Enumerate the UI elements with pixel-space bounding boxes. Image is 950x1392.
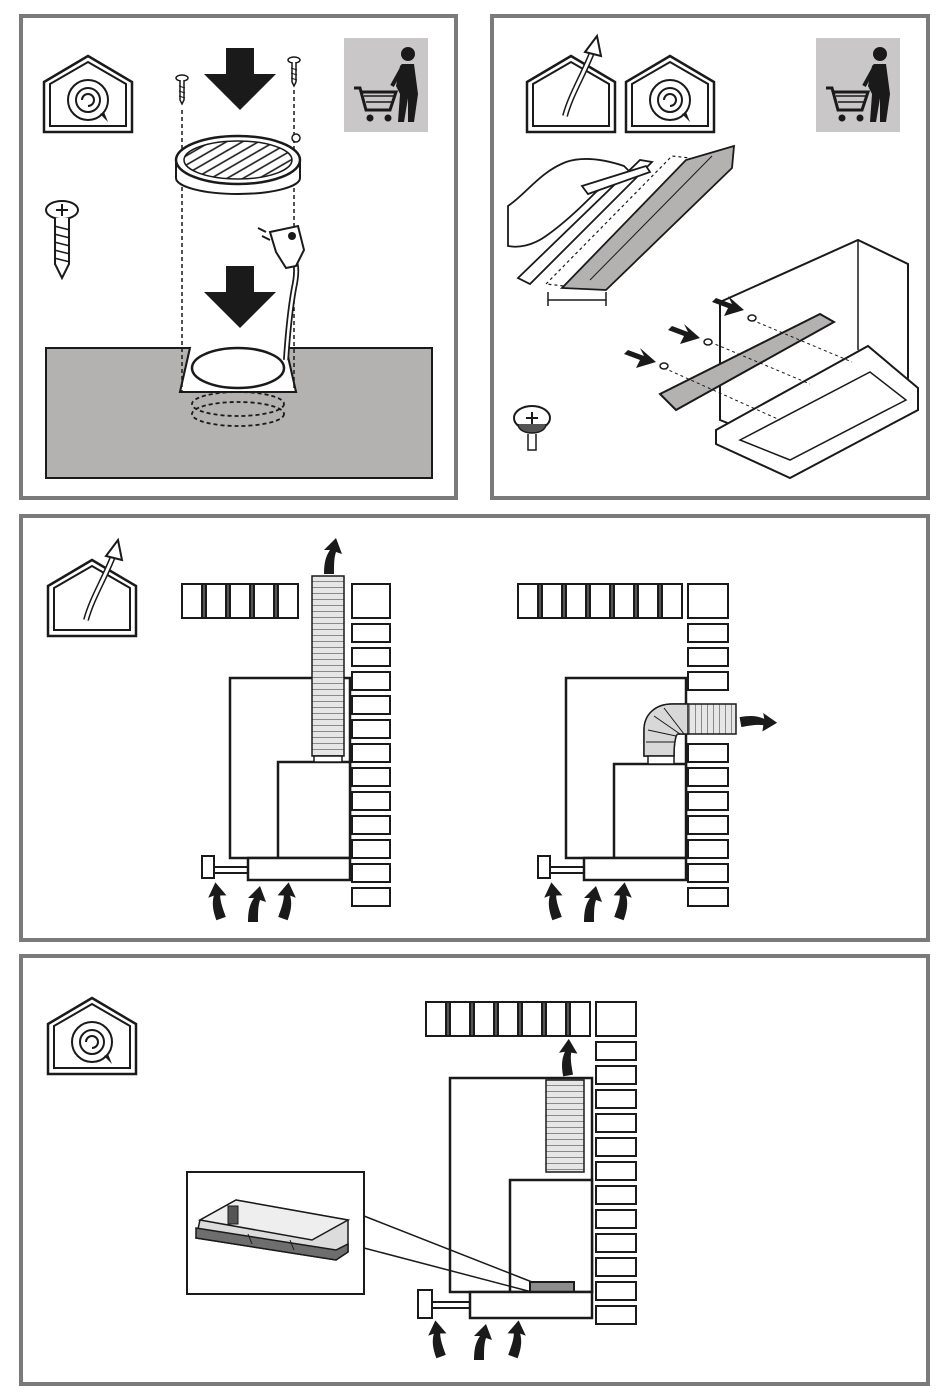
hood-drawer [584,858,686,880]
ceiling-bricks [426,1002,636,1036]
panel-extraction-duct-routing [21,516,928,940]
round-grease-filter [176,134,300,194]
panel-grease-filter-install [21,16,456,498]
ceiling-bricks [518,584,728,618]
panel-frame [21,516,928,940]
hood-drawer [470,1292,592,1318]
optional-accessory-shopping-cart-icon [816,38,900,132]
ceiling-bricks [182,584,390,618]
hob-opening [192,348,284,388]
panel-ducting-spoiler-install [492,16,928,498]
filter-detail-inset [187,1172,364,1294]
hood-body [510,1180,592,1292]
hood-body [614,764,686,858]
vertical-duct [312,576,344,756]
panel-recirculation-filter-routing [21,956,928,1384]
hood-drawer [248,858,350,880]
vertical-duct [546,1080,584,1172]
optional-accessory-shopping-cart-icon [344,38,428,132]
hood-body [278,762,350,858]
